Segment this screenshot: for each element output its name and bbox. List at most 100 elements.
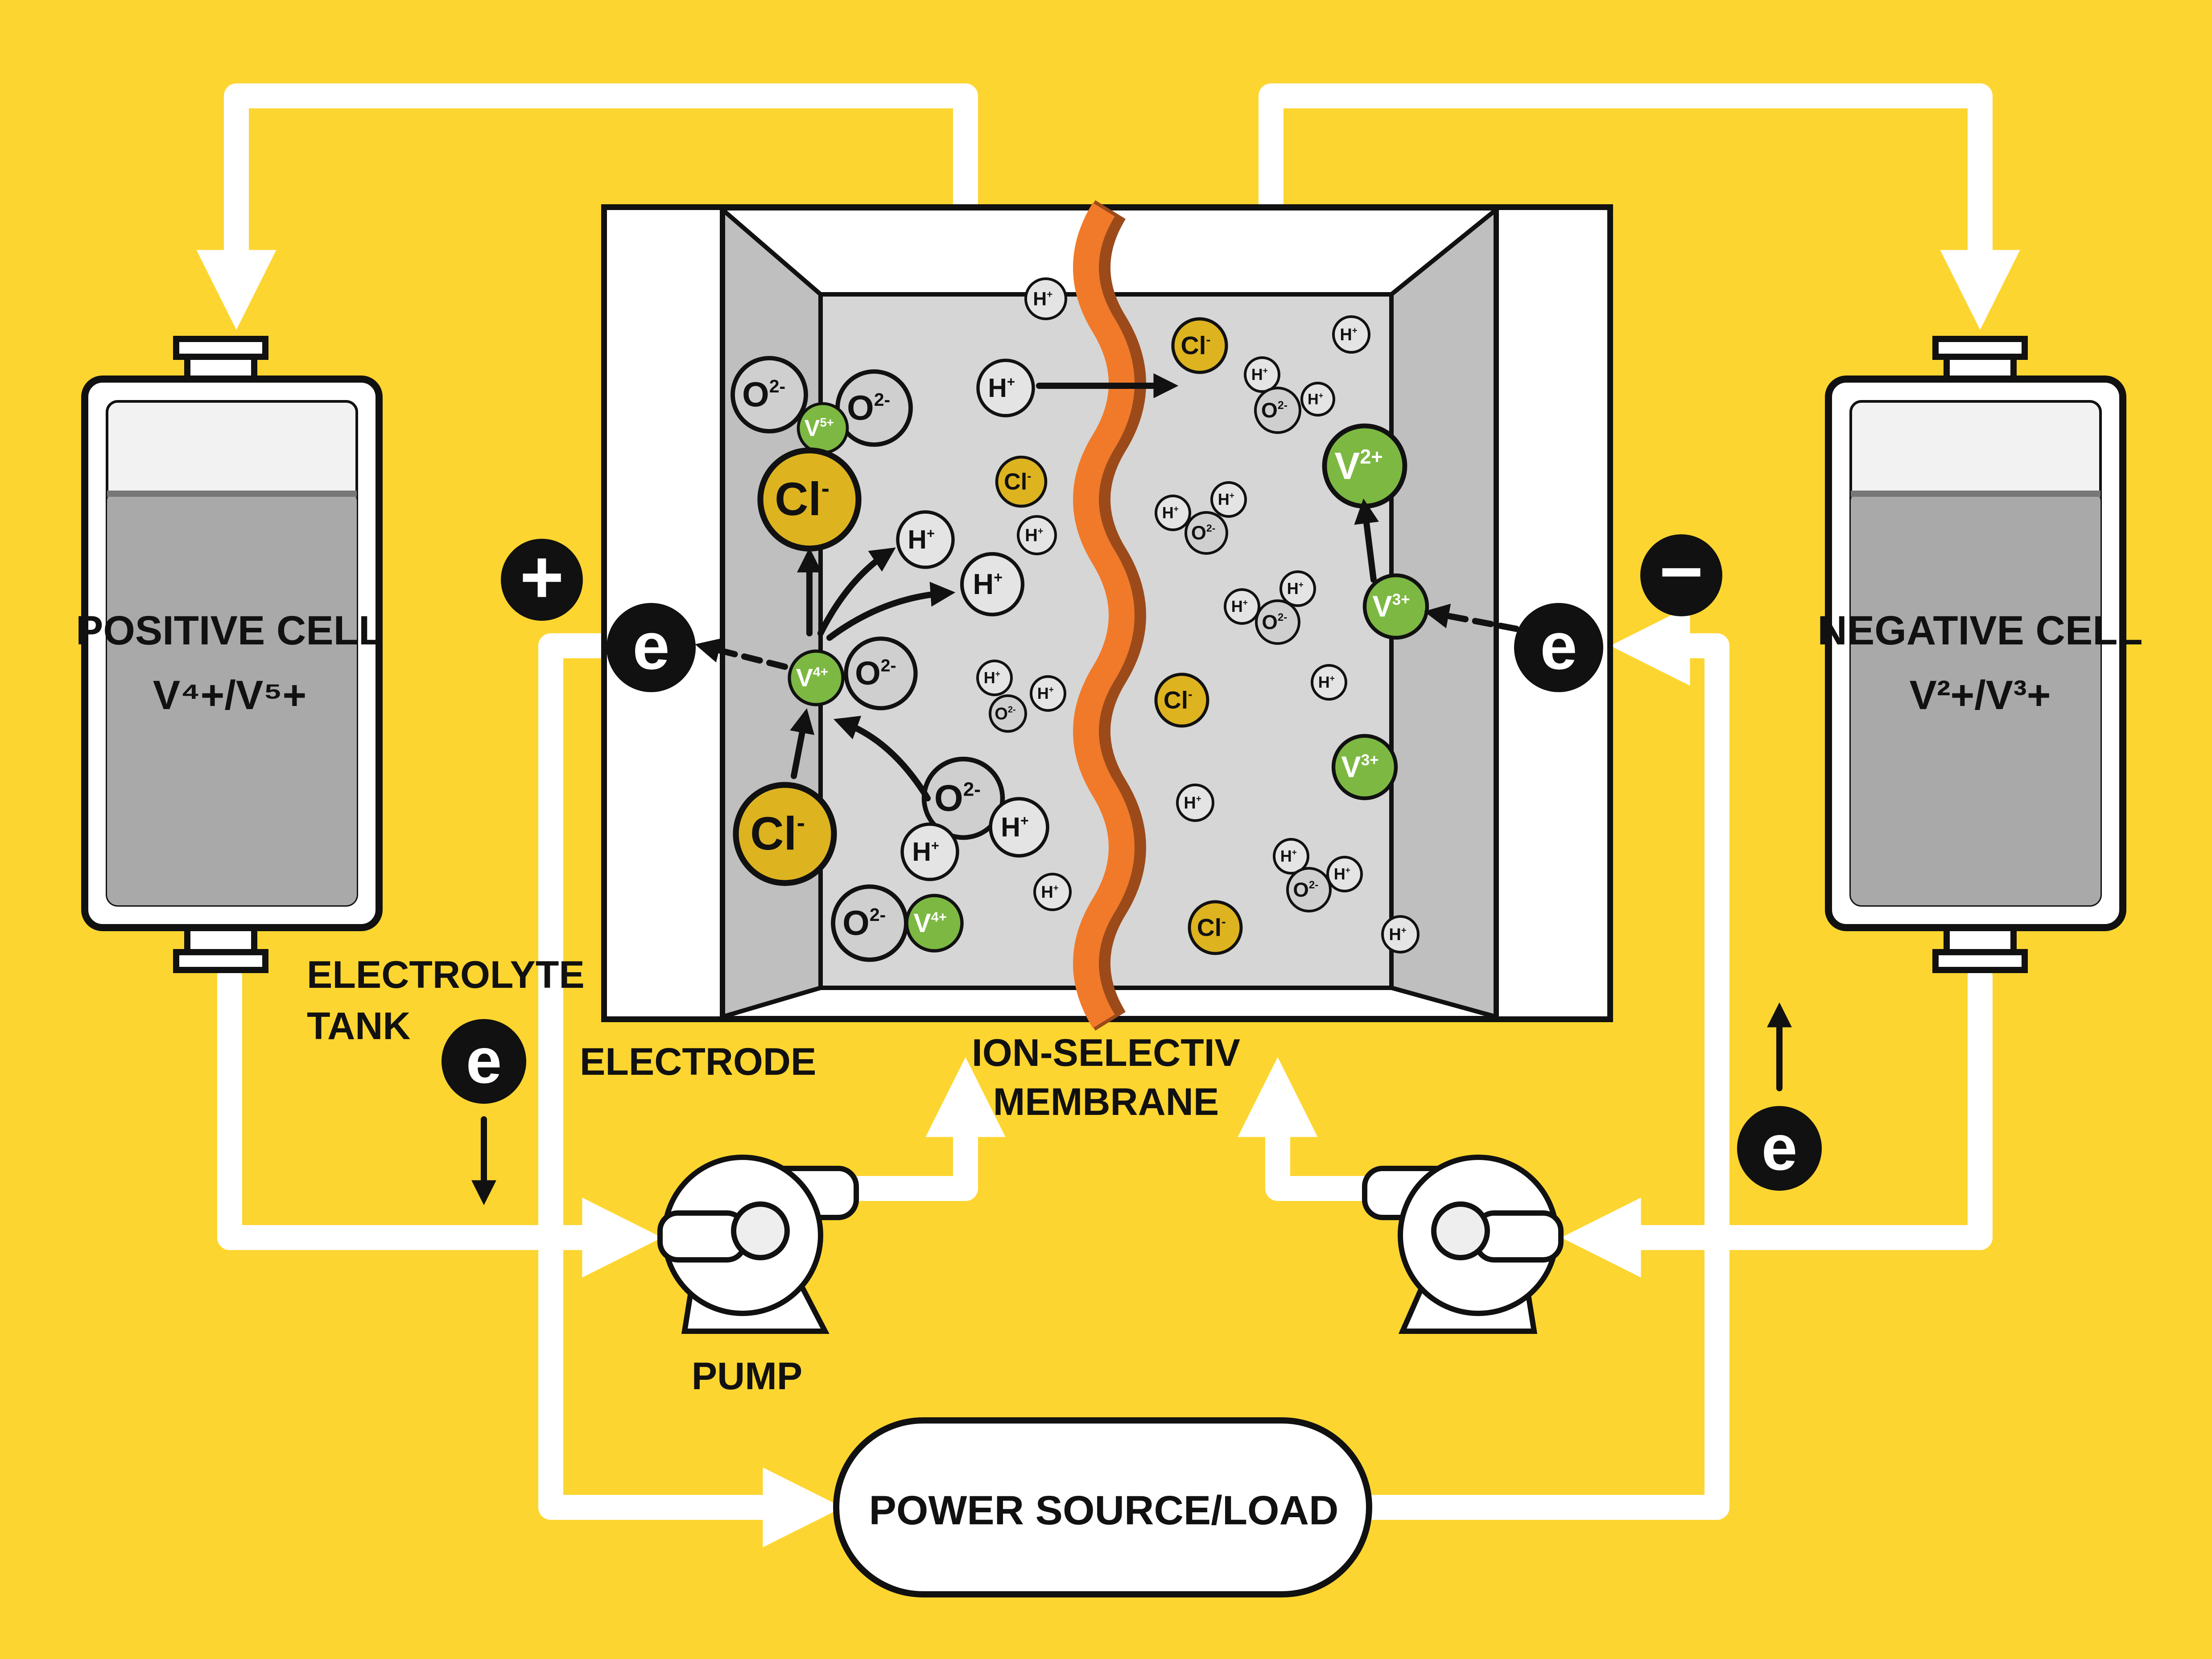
ion-label: V3+ xyxy=(1341,751,1378,784)
ion-h: H+ xyxy=(1279,570,1316,607)
ion-h: H+ xyxy=(896,510,955,569)
pump-label: PUMP xyxy=(692,1355,802,1398)
ion-cl: Cl- xyxy=(733,782,837,886)
ion-h: H+ xyxy=(1332,315,1370,354)
electron-icon: e xyxy=(1514,603,1603,692)
power-source-label: POWER SOURCE/LOAD xyxy=(869,1488,1339,1533)
ion-o: O2- xyxy=(1254,387,1301,434)
ion-h: H+ xyxy=(1244,356,1280,393)
ion-label: V5+ xyxy=(805,416,834,442)
electron-label: e xyxy=(1540,608,1577,683)
pump-icon xyxy=(657,1155,859,1334)
ion-label: H+ xyxy=(1389,925,1406,944)
ion-cl: Cl- xyxy=(757,447,862,552)
ion-h: H+ xyxy=(1326,856,1363,892)
ion-h: H+ xyxy=(1155,495,1191,531)
ion-o: O2- xyxy=(1255,599,1300,645)
negative-cell-title: NEGATIVE CELL xyxy=(1817,608,2142,653)
positive-electrolyte-tank xyxy=(81,336,383,973)
ion-label: H+ xyxy=(1218,490,1234,508)
minus-label: − xyxy=(1659,529,1703,614)
ion-cl: Cl- xyxy=(1171,317,1228,374)
cl-up-arrow xyxy=(790,708,815,779)
ion-selective-membrane xyxy=(1073,202,1135,1028)
ion-label: H+ xyxy=(1340,326,1357,344)
ion-label: Cl- xyxy=(1197,914,1226,941)
ion-label: O2- xyxy=(855,655,896,692)
ion-label: H+ xyxy=(1033,288,1052,310)
ion-o: O2- xyxy=(1184,511,1228,555)
electron-icon: e xyxy=(1737,1106,1822,1191)
electrolyte-tank-label-line1: ELECTROLYTE xyxy=(307,953,585,996)
ion-h: H+ xyxy=(1030,675,1066,712)
pipe-left-to-pump xyxy=(217,964,662,1278)
negative-electrolyte-tank xyxy=(1825,336,2126,973)
ion-label: O2- xyxy=(1293,878,1318,901)
ion-h: H+ xyxy=(989,797,1049,858)
ion-label: V2+ xyxy=(1334,445,1382,487)
plus-icon: + xyxy=(501,535,583,621)
ion-h: H+ xyxy=(1024,277,1067,320)
electrolyte-tank-label-line2: TANK xyxy=(307,1005,410,1048)
electrochemical-cell xyxy=(601,200,1613,1031)
electron-label: e xyxy=(1762,1111,1798,1184)
ion-v4: V4+ xyxy=(788,649,845,706)
membrane-label-line1: ION-SELECTIV xyxy=(972,1032,1240,1074)
electron-right-dashed-arrow xyxy=(1424,603,1519,632)
ion-o: O2- xyxy=(1286,867,1332,912)
ion-cl: Cl- xyxy=(1154,673,1209,728)
ion-h: H+ xyxy=(1176,784,1214,822)
ion-label: V4+ xyxy=(796,664,828,692)
ion-h: H+ xyxy=(1210,481,1247,518)
ion-label: H+ xyxy=(1308,391,1323,408)
negative-cell-formula: V²+/V³+ xyxy=(1909,673,2051,718)
plus-label: + xyxy=(520,535,564,619)
ion-h: H+ xyxy=(1033,873,1072,911)
ions-layer: O2-O2-V5+Cl-H+H+Cl-H+H+H+O2-V4+H+O2-H+Cl… xyxy=(730,277,1429,962)
ion-label: O2- xyxy=(847,388,890,427)
ion-cl: Cl- xyxy=(1188,900,1243,955)
ion-label: H+ xyxy=(1025,525,1043,545)
ion-h: H+ xyxy=(1300,382,1335,417)
ion-label: Cl- xyxy=(750,808,805,860)
circuit-left xyxy=(538,633,843,1548)
ion-label: H+ xyxy=(1037,684,1054,702)
ion-v3: V3+ xyxy=(1331,734,1398,801)
positive-cell-title: POSITIVE CELL xyxy=(76,608,384,653)
ion-label: H+ xyxy=(1001,812,1029,842)
ion-h: H+ xyxy=(1273,838,1309,875)
ion-label: O2- xyxy=(1261,399,1288,422)
ion-label: V4+ xyxy=(913,909,947,938)
ion-o: O2- xyxy=(844,636,918,710)
ion-label: V3+ xyxy=(1372,590,1410,623)
ion-v4: V4+ xyxy=(905,894,964,953)
ion-h: H+ xyxy=(900,822,959,881)
ion-h: H+ xyxy=(1224,588,1260,625)
ion-h: H+ xyxy=(1311,664,1347,701)
ion-label: O2- xyxy=(995,705,1015,723)
ion-label: O2- xyxy=(1262,611,1287,633)
reaction-arrows xyxy=(471,373,1792,1205)
positive-cell-formula: V⁴+/V⁵+ xyxy=(153,673,306,718)
ion-label: H+ xyxy=(1041,883,1058,902)
ion-label: Cl- xyxy=(1181,331,1211,360)
ion-label: H+ xyxy=(1334,865,1350,883)
pipe-right-pump-to-cell xyxy=(1238,1057,1386,1201)
electron-label: e xyxy=(466,1024,502,1097)
ion-h: H+ xyxy=(976,660,1013,696)
v4-to-h-arrow xyxy=(817,547,896,636)
ion-o: O2- xyxy=(835,369,913,447)
electron-left-dashed-arrow xyxy=(695,638,788,670)
ion-label: Cl- xyxy=(1164,686,1193,714)
ion-h: H+ xyxy=(1381,915,1420,953)
ion-label: H+ xyxy=(1162,503,1179,522)
v3-up-arrow xyxy=(1354,498,1379,583)
ion-label: H+ xyxy=(1251,365,1268,384)
minus-icon: − xyxy=(1640,529,1722,616)
ion-h: H+ xyxy=(960,552,1025,617)
ion-label: O2- xyxy=(742,375,785,414)
pipe-top-right xyxy=(1259,83,2020,330)
ion-label: O2- xyxy=(842,903,886,942)
ion-label: H+ xyxy=(973,568,1003,600)
